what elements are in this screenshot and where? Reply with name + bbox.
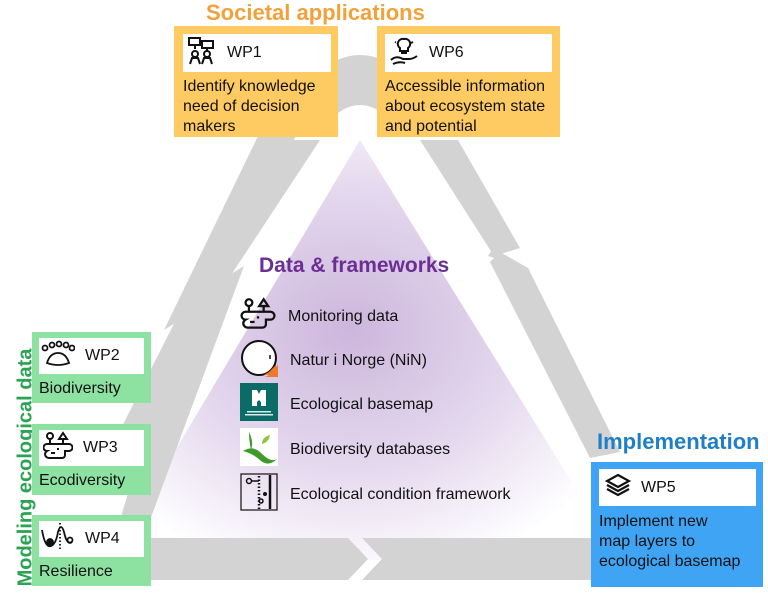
wp5-description-line: Implement new [599,513,708,530]
data-item-biodiversity-databases: Biodiversity databases [240,428,450,471]
wp1-description: Identify knowledge need of decision make… [183,77,316,137]
wp4-card: WP4 Resilience [32,515,151,586]
wp6-label: WP6 [429,44,464,61]
heading-data-frameworks: Data & frameworks [259,254,450,277]
cycle-arrow-bottom-left [150,538,368,580]
data-item-condition-framework: Ecological condition framework [240,473,511,516]
meeting-people-icon [187,36,217,71]
wp5-description-line: ecological basemap [599,553,741,570]
data-item-nin: Natur i Norge (NiN) [240,339,427,382]
heading-societal-applications: Societal applications [206,0,425,25]
wp5-header: WP5 [599,469,756,506]
wp3-header: WP3 [39,430,144,466]
condition-framework-icon [240,473,278,516]
cycle-arrow-right-lower [490,252,620,458]
wp2-label: WP2 [85,347,120,364]
data-item-label: Monitoring data [288,307,399,325]
wp4-label: WP4 [85,530,120,547]
wp5-card: WP5 Implement new map layers to ecologic… [591,462,763,587]
wp6-header: WP6 [385,34,552,72]
wp3-card: WP3 Ecodiversity [32,424,151,495]
wp3-description: Ecodiversity [39,471,125,491]
leaf-logo-icon [240,428,278,471]
layers-icon [604,473,632,502]
wp1-card: WP1 Identify knowledge need of decision … [174,26,338,137]
nin-logo-icon [240,339,278,382]
wp6-description-line: Accessible information [385,78,546,95]
cycle-arrow-bottom-right [362,538,594,580]
wp3-description-line: Ecodiversity [39,472,126,489]
cycle-arrow-right-head [488,250,532,276]
landscape-icon [240,297,276,336]
wp5-description: Implement new map layers to ecological b… [599,512,740,572]
wp2-card: WP2 Biodiversity [32,332,151,403]
miljodirektoratet-logo-icon [240,383,278,426]
wp6-description: Accessible information about ecosystem s… [385,77,545,137]
wp1-description-line: Identify knowledge [183,78,316,95]
data-item-ecological-basemap: Ecological basemap [240,383,433,426]
data-item-label: Biodiversity databases [290,440,451,458]
wp6-description-line: about ecosystem state [385,98,546,115]
landscape-icon [42,430,74,466]
wp2-description: Biodiversity [39,379,121,399]
data-item-monitoring: Monitoring data [240,297,398,336]
wp1-description-line: makers [183,118,236,135]
data-item-label: Ecological condition framework [290,485,511,503]
wp5-label: WP5 [641,478,676,496]
stability-landscape-icon [41,522,75,557]
wp4-header: WP4 [39,521,144,557]
lightbulb-hand-icon [389,36,419,71]
wp1-header: WP1 [183,34,331,72]
wp6-card: WP6 Accessible information about ecosyst… [377,26,560,137]
wp4-description-line: Resilience [39,563,113,580]
wp1-description-line: need of decision [183,98,300,115]
data-item-label: Ecological basemap [290,395,434,413]
wp6-description-line: and potential [385,118,477,135]
cycle-arrow-left [120,136,296,520]
wp2-header: WP2 [39,338,144,374]
heading-implementation: Implementation [597,429,760,454]
wp3-label: WP3 [83,439,118,456]
wp2-description-line: Biodiversity [39,380,121,397]
paw-print-icon [41,340,76,373]
cycle-arrow-right-upper [420,140,520,256]
wp4-description: Resilience [39,562,113,582]
data-item-label: Natur i Norge (NiN) [290,351,427,369]
wp1-label: WP1 [227,44,262,61]
wp5-description-line: map layers to [599,533,696,550]
data-frameworks-triangle [110,140,620,560]
